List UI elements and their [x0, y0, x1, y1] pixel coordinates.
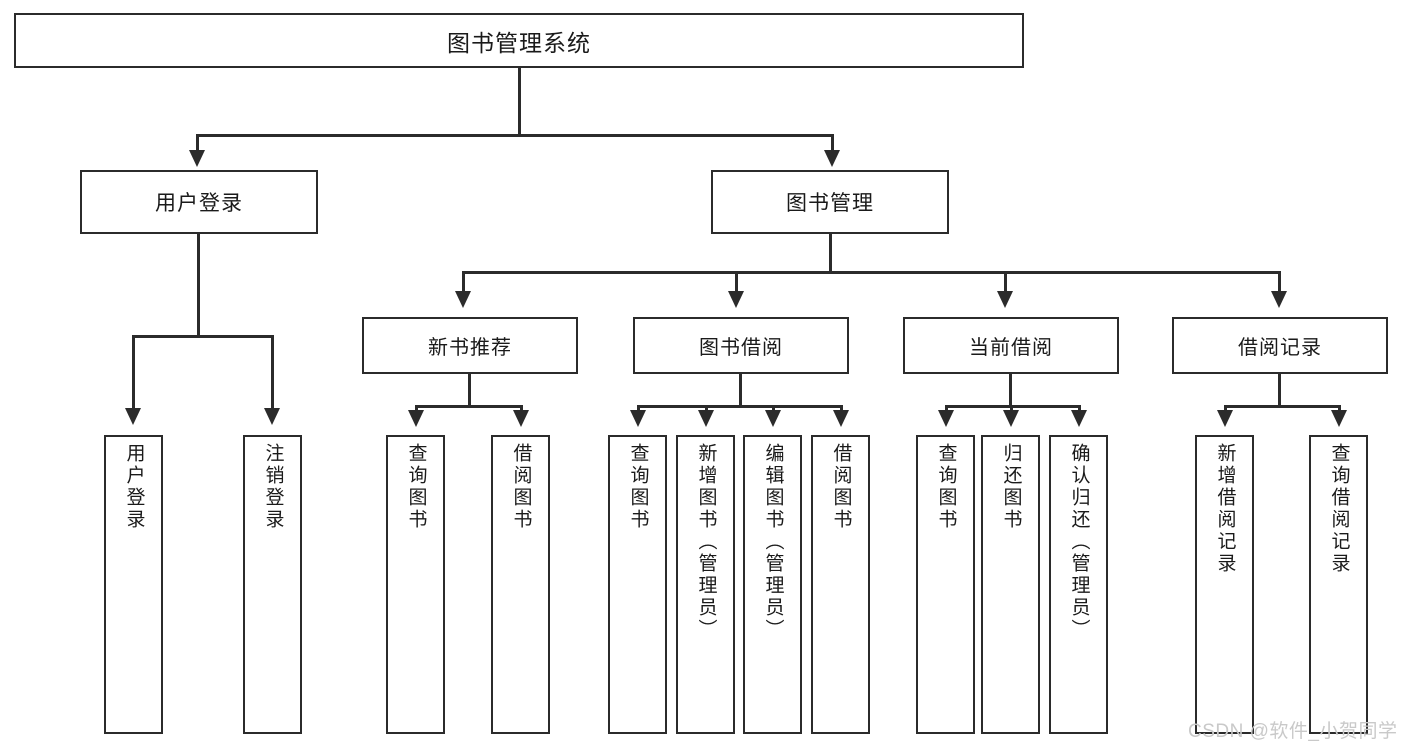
node-label: 借阅图书 [510, 443, 532, 531]
arrow-to-current-borrow [997, 291, 1013, 308]
arrow-to-leaf-query-book-3 [938, 410, 954, 427]
arrow-to-leaf-query-book-1 [408, 410, 424, 427]
leaf-edit-book[interactable]: 编辑图书（管理员） [743, 435, 802, 734]
connector-bb-stem [739, 374, 742, 408]
connector-root-stem [518, 68, 521, 134]
arrow-to-leaf-add-record [1217, 410, 1233, 427]
connector-bm-drop-3 [1004, 271, 1007, 293]
arrow-to-book-management [824, 150, 840, 167]
connector-br-drop-1 [1224, 405, 1227, 412]
arrow-to-new-book-recommend [455, 291, 471, 308]
node-label: 确认归还（管理员） [1068, 443, 1090, 641]
arrow-to-leaf-logout-login [264, 408, 280, 425]
node-root-book-management-system[interactable]: 图书管理系统 [14, 13, 1024, 68]
connector-root-drop-right [831, 134, 834, 153]
connector-book-management-bus [462, 271, 1281, 274]
arrow-to-leaf-borrow-book-2 [833, 410, 849, 427]
node-borrow-record[interactable]: 借阅记录 [1172, 317, 1388, 374]
node-label: 图书借阅 [699, 337, 783, 359]
connector-book-management-stem [829, 234, 832, 273]
node-label: 用户登录 [123, 443, 145, 531]
connector-user-login-bus [132, 335, 274, 338]
node-label: 图书管理系统 [447, 29, 591, 56]
node-label: 新书推荐 [428, 337, 512, 359]
leaf-query-book-1[interactable]: 查询图书 [386, 435, 445, 734]
node-label: 用户登录 [155, 192, 243, 215]
connector-bb-bus [637, 405, 843, 408]
node-label: 归还图书 [1000, 443, 1022, 531]
node-label: 借阅记录 [1238, 337, 1322, 359]
leaf-add-book[interactable]: 新增图书（管理员） [676, 435, 735, 734]
node-label: 当前借阅 [969, 337, 1053, 359]
arrow-to-user-login [189, 150, 205, 167]
node-user-login[interactable]: 用户登录 [80, 170, 318, 234]
connector-nbr-bus [415, 405, 523, 408]
connector-nbr-drop-2 [520, 405, 523, 412]
connector-bb-drop-4 [840, 405, 843, 412]
node-label: 查询借阅记录 [1328, 443, 1350, 575]
leaf-add-record[interactable]: 新增借阅记录 [1195, 435, 1254, 734]
node-label: 借阅图书 [830, 443, 852, 531]
leaf-borrow-book-2[interactable]: 借阅图书 [811, 435, 870, 734]
node-label: 查询图书 [935, 443, 957, 531]
connector-br-drop-2 [1338, 405, 1341, 412]
arrow-to-borrow-record [1271, 291, 1287, 308]
connector-cb-bus [945, 405, 1081, 408]
node-current-borrow[interactable]: 当前借阅 [903, 317, 1119, 374]
connector-bm-drop-1 [462, 271, 465, 293]
connector-cb-drop-1 [945, 405, 948, 412]
node-label: 查询图书 [627, 443, 649, 531]
node-label: 图书管理 [786, 192, 874, 215]
arrow-to-leaf-query-record [1331, 410, 1347, 427]
connector-nbr-stem [468, 374, 471, 408]
connector-user-login-stem [197, 234, 200, 335]
leaf-query-book-3[interactable]: 查询图书 [916, 435, 975, 734]
node-label: 编辑图书（管理员） [762, 443, 784, 641]
connector-user-login-drop-2 [271, 335, 274, 410]
connector-root-bus [196, 134, 833, 137]
connector-cb-drop-3 [1078, 405, 1081, 412]
connector-bm-drop-4 [1278, 271, 1281, 293]
leaf-confirm-return[interactable]: 确认归还（管理员） [1049, 435, 1108, 734]
connector-cb-stem [1009, 374, 1012, 408]
connector-user-login-drop-1 [132, 335, 135, 410]
leaf-user-login[interactable]: 用户登录 [104, 435, 163, 734]
node-book-borrow[interactable]: 图书借阅 [633, 317, 849, 374]
node-label: 新增借阅记录 [1214, 443, 1236, 575]
arrow-to-leaf-user-login [125, 408, 141, 425]
node-book-management[interactable]: 图书管理 [711, 170, 949, 234]
connector-bm-drop-2 [735, 271, 738, 293]
connector-bb-drop-2 [705, 405, 708, 412]
connector-br-bus [1224, 405, 1341, 408]
node-label: 注销登录 [262, 443, 284, 531]
arrow-to-book-borrow [728, 291, 744, 308]
connector-root-drop-left [196, 134, 199, 153]
leaf-logout-login[interactable]: 注销登录 [243, 435, 302, 734]
connector-br-stem [1278, 374, 1281, 408]
connector-cb-drop-2 [1010, 405, 1013, 412]
connector-nbr-drop-1 [415, 405, 418, 412]
node-label: 查询图书 [405, 443, 427, 531]
arrow-to-leaf-edit-book [765, 410, 781, 427]
leaf-return-book[interactable]: 归还图书 [981, 435, 1040, 734]
node-label: 新增图书（管理员） [695, 443, 717, 641]
leaf-query-record[interactable]: 查询借阅记录 [1309, 435, 1368, 734]
arrow-to-leaf-query-book-2 [630, 410, 646, 427]
connector-bb-drop-1 [637, 405, 640, 412]
arrow-to-leaf-borrow-book-1 [513, 410, 529, 427]
arrow-to-leaf-add-book [698, 410, 714, 427]
leaf-borrow-book-1[interactable]: 借阅图书 [491, 435, 550, 734]
arrow-to-leaf-confirm-return [1071, 410, 1087, 427]
leaf-query-book-2[interactable]: 查询图书 [608, 435, 667, 734]
arrow-to-leaf-return-book [1003, 410, 1019, 427]
connector-bb-drop-3 [772, 405, 775, 412]
node-new-book-recommend[interactable]: 新书推荐 [362, 317, 578, 374]
